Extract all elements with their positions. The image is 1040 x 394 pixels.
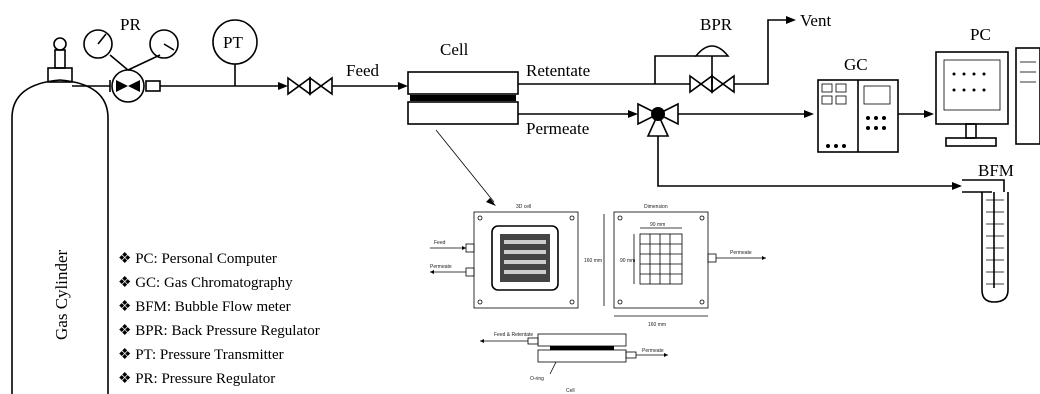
legend-item: ❖ PR: Pressure Regulator — [118, 371, 275, 387]
inset-right-title: Dimension — [644, 204, 668, 210]
inset-bottom-caption: Cell — [566, 388, 575, 394]
inset-permeate-bottom: Permeate — [642, 348, 664, 354]
inset-dim-width: 160 mm — [648, 322, 666, 328]
permeate-label: Permeate — [526, 119, 589, 138]
pressure-gauge-left — [83, 29, 113, 59]
cell-label: Cell — [440, 40, 469, 59]
inset-dim-height: 160 mm — [584, 258, 602, 264]
inset-dimension — [603, 211, 766, 317]
retentate-label: Retentate — [526, 61, 590, 80]
inset-left-title: 3D cell — [516, 204, 531, 210]
pressure-transmitter — [212, 19, 258, 86]
inset-feed-retentate: Feed & Retentate — [494, 332, 533, 338]
pc-label: PC — [970, 25, 991, 44]
inset-oring: O-ring — [530, 376, 544, 382]
inset-cross-section — [480, 333, 668, 375]
feed-valve — [287, 76, 400, 96]
gas-chromatograph — [817, 79, 934, 153]
bpr-label: BPR — [700, 15, 733, 34]
three-way-valve — [637, 102, 962, 190]
personal-computer — [935, 47, 1040, 147]
feed-label: Feed — [346, 61, 380, 80]
inset-3d-cell — [430, 211, 579, 309]
inset-dim-side: 90 mm — [620, 258, 635, 264]
legend-item: ❖ GC: Gas Chromatography — [118, 275, 293, 291]
legend-item: ❖ PT: Pressure Transmitter — [118, 347, 284, 363]
inset-feed-label: Feed — [434, 240, 446, 246]
inset-permeate-right: Permeate — [730, 250, 752, 256]
legend-item: ❖ BPR: Back Pressure Regulator — [118, 323, 320, 339]
legend: ❖ PC: Personal Computer ❖ GC: Gas Chroma… — [118, 251, 320, 387]
membrane-cell — [407, 71, 519, 125]
pt-label: PT — [223, 33, 243, 52]
bubble-flow-meter — [962, 179, 1009, 303]
flow-arrow-1 — [278, 82, 288, 90]
inset-permeate-left: Permeate — [430, 264, 452, 270]
legend-item: ❖ BFM: Bubble Flow meter — [118, 299, 291, 315]
bfm-label: BFM — [978, 161, 1014, 180]
inset-dim-top: 90 mm — [650, 222, 665, 228]
back-pressure-regulator — [654, 16, 796, 94]
pr-label: PR — [120, 15, 141, 34]
vent-label: Vent — [800, 11, 831, 30]
gc-label: GC — [844, 55, 868, 74]
legend-item: ❖ PC: Personal Computer — [118, 251, 277, 267]
flow-arrow-2 — [398, 82, 408, 90]
pressure-regulator — [72, 54, 285, 103]
gas-cylinder — [11, 37, 109, 394]
pressure-gauge-right — [149, 29, 179, 59]
cylinder-label: Gas Cylinder — [52, 249, 71, 340]
